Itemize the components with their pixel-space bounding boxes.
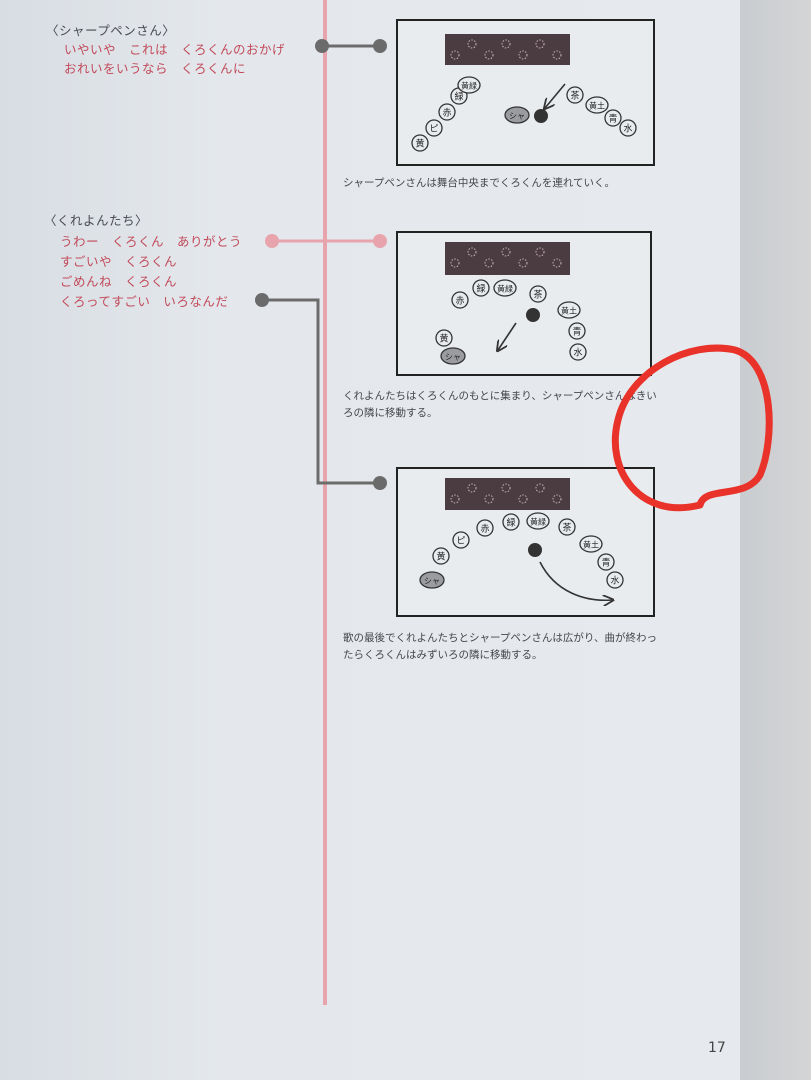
performer-marker-red: 赤 [438, 103, 456, 121]
performer-label: 黄 [436, 551, 445, 563]
speaker-sharp-pen: 〈シャープペンさん〉 [46, 23, 176, 38]
performer-label: 茶 [533, 289, 542, 301]
performer-marker-blue: 青 [597, 553, 615, 571]
performer-label: 黄緑 [497, 284, 513, 294]
connector-scene1 [315, 39, 387, 53]
caption-line: たらくろくんはみずいろの隣に移動する。 [343, 649, 543, 661]
red-circle-annotation [611, 344, 773, 512]
performer-marker-yellow: 黄 [411, 134, 429, 152]
dialogue-line: おれいをいうなら くろくんに [64, 61, 247, 76]
performer-label: 緑 [454, 91, 463, 103]
performer-marker-yellow: 黄 [432, 547, 450, 565]
dialogue-line: くろってすごい いろなんだ [60, 294, 229, 309]
performer-marker-blue: 青 [568, 322, 586, 340]
performer-label: 黄緑 [461, 81, 477, 91]
performer-marker-yellowgreen: 黄緑 [457, 76, 481, 94]
speaker-crayons: 〈くれよんたち〉 [44, 213, 149, 228]
performer-marker-brown: 茶 [529, 285, 547, 303]
caption-scene3: 歌の最後でくれよんたちとシャープペンさんは広がり、曲が終わっ たらくろくんはみず… [343, 630, 723, 664]
performer-marker-brown: 茶 [566, 86, 584, 104]
movement-arrow [545, 83, 566, 108]
performer-label: ピ [456, 536, 465, 547]
performer-label: 黄 [439, 333, 448, 345]
performer-label: 黄土 [583, 540, 599, 550]
curtain-backdrop [445, 478, 570, 510]
kuro-kun-marker [528, 543, 542, 557]
caption-line: ろの隣に移動する。 [343, 407, 438, 419]
performer-label: 緑 [476, 283, 485, 295]
performer-marker-brown: 茶 [558, 518, 576, 536]
performer-marker-red: 赤 [451, 291, 469, 309]
performer-marker-yellowgreen: 黄緑 [493, 279, 517, 297]
movement-arrow [539, 561, 612, 600]
performer-label: 茶 [562, 522, 571, 534]
performer-label: 赤 [442, 108, 451, 119]
performer-marker-green: 緑 [472, 279, 490, 297]
connector-scene3 [255, 293, 387, 490]
dialogue-line: ごめんね くろくん [60, 274, 178, 289]
performer-marker-lightblue: 水 [606, 571, 624, 589]
performer-marker-pink: ピ [452, 531, 470, 549]
performer-marker-sharp: シャ [440, 347, 466, 365]
performer-label: ピ [429, 124, 438, 135]
performer-label: シャ [424, 577, 440, 586]
performer-label: 青 [601, 557, 610, 569]
performer-label: 黄土 [589, 101, 605, 111]
performer-marker-sharp: シャ [419, 571, 445, 589]
performer-label: 赤 [480, 524, 489, 535]
performer-label: 水 [623, 123, 632, 135]
performer-marker-blue: 青 [604, 109, 622, 127]
performer-label: 赤 [455, 296, 464, 307]
performer-label: 茶 [570, 90, 579, 102]
dialogue-line: いやいや これは くろくんのおかげ [64, 42, 286, 57]
performer-marker-ochre: 黄土 [557, 301, 581, 319]
caption-scene2: くれよんたちはくろくんのもとに集まり、シャープペンさんはきい ろの隣に移動する。 [343, 388, 723, 422]
caption-line: くれよんたちはくろくんのもとに集まり、シャープペンさんはきい [343, 390, 657, 402]
performer-label: 黄緑 [530, 517, 546, 527]
caption-scene1: シャープペンさんは舞台中央までくろくんを連れていく。 [343, 177, 616, 189]
performer-label: 青 [608, 113, 617, 125]
caption-line: 歌の最後でくれよんたちとシャープペンさんは広がり、曲が終わっ [343, 632, 657, 644]
performer-marker-yellowgreen: 黄緑 [526, 512, 550, 530]
performer-marker-pink: ピ [425, 119, 443, 137]
kuro-kun-marker [534, 109, 548, 123]
curtain-backdrop [445, 242, 570, 275]
performer-marker-ochre: 黄土 [585, 96, 609, 114]
performer-label: シャ [445, 353, 461, 362]
performer-label: 水 [573, 347, 582, 359]
kuro-kun-marker [526, 308, 540, 322]
performer-label: 緑 [506, 517, 515, 529]
page-number: 17 [708, 1040, 726, 1056]
performer-marker-lightblue: 水 [619, 119, 637, 137]
performer-marker-yellow: 黄 [435, 329, 453, 347]
curtain-backdrop [445, 34, 570, 65]
dialogue-line: すごいや くろくん [60, 254, 178, 269]
performer-marker-lightblue: 水 [569, 343, 587, 361]
performer-marker-green: 緑 [502, 513, 520, 531]
performer-label: 水 [610, 575, 619, 587]
dialogue-line: うわー くろくん ありがとう [60, 234, 243, 249]
performer-label: シャ [509, 112, 525, 121]
performer-label: 黄土 [561, 306, 577, 316]
performer-label: 青 [572, 326, 581, 338]
performer-marker-ochre: 黄土 [579, 535, 603, 553]
movement-arrow [498, 322, 517, 350]
performer-marker-red: 赤 [476, 519, 494, 537]
performer-label: 黄 [415, 138, 424, 150]
connector-scene2 [265, 234, 387, 248]
page-edge [740, 0, 811, 1080]
performer-marker-sharp: シャ [504, 106, 530, 124]
